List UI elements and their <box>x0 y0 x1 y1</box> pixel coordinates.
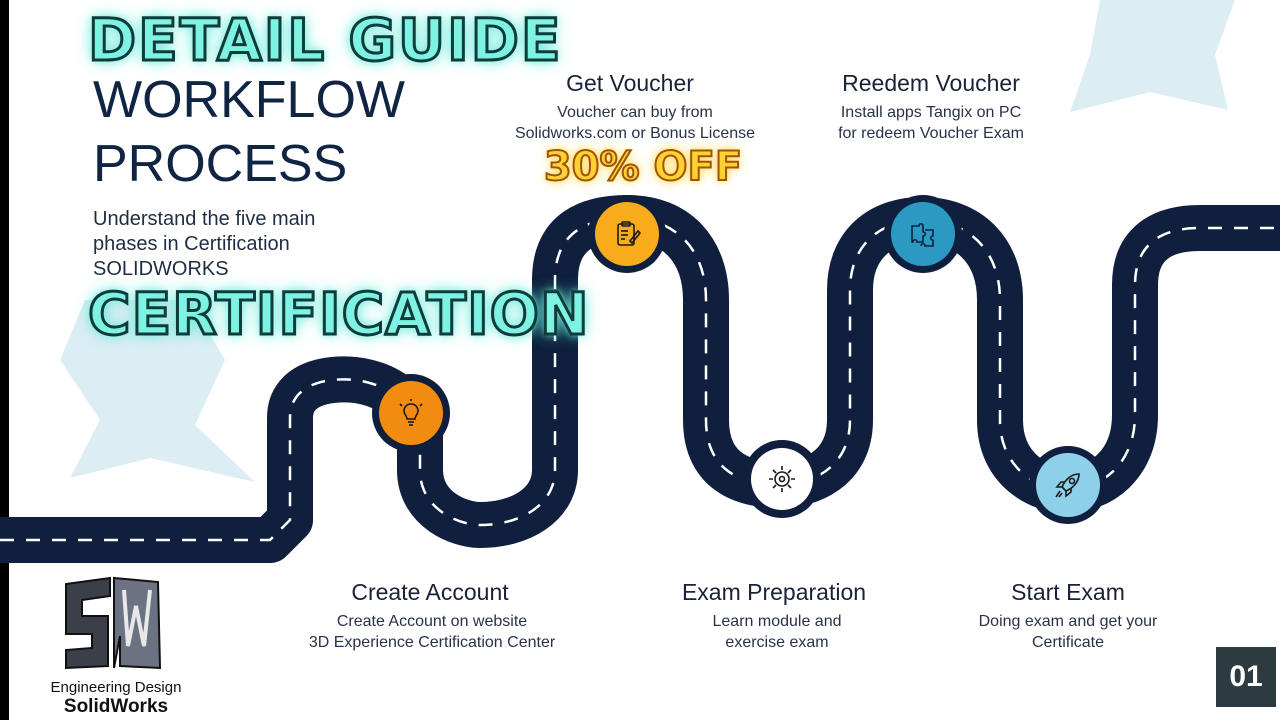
step-desc-exam-preparation-1: Learn module and <box>712 613 842 630</box>
step-desc-reedem-voucher-2: for redeem Voucher Exam <box>838 125 1024 142</box>
page-number-badge: 01 <box>1216 647 1276 707</box>
step-title-start-exam: Start Exam <box>1011 579 1125 605</box>
step-title-create-account: Create Account <box>351 579 509 605</box>
step-node-get-voucher <box>588 195 666 273</box>
step-desc-get-voucher-2: Solidworks.com or Bonus License <box>514 125 756 142</box>
step-desc-start-exam-1: Doing exam and get your <box>978 613 1158 630</box>
step-node-reedem-voucher <box>884 195 962 273</box>
glow-word: CERTIFICATION <box>87 279 591 350</box>
step-node-start-exam <box>1029 446 1107 524</box>
step-node-create-account <box>372 374 450 452</box>
brand-line-1: Engineering Design <box>50 679 182 696</box>
left-edge-bar <box>0 0 9 720</box>
title-line-1: WORKFLOW <box>93 71 405 129</box>
step-title-exam-preparation: Exam Preparation <box>681 579 867 605</box>
rocket-icon <box>1036 453 1100 517</box>
step-desc-exam-preparation-2: exercise exam <box>725 634 829 651</box>
clipboard-icon <box>595 202 659 266</box>
step-desc-create-account-1: Create Account on website <box>336 613 528 630</box>
background-star-shape <box>1070 0 1235 112</box>
step-node-exam-preparation <box>743 440 821 518</box>
step-desc-get-voucher-1: Voucher can buy from <box>557 104 713 121</box>
puzzle-icon <box>891 202 955 266</box>
step-title-get-voucher: Get Voucher <box>566 70 694 96</box>
step-title-reedem-voucher: Reedem Voucher <box>842 70 1020 96</box>
subtitle: Understand the five main phases in Certi… <box>93 208 316 280</box>
solidworks-logo <box>65 576 162 670</box>
step-desc-start-exam-2: Certificate <box>1031 634 1105 651</box>
lightbulb-icon <box>379 381 443 445</box>
title-line-2: PROCESS <box>93 135 348 193</box>
glow-title: DETAIL GUIDE <box>87 5 563 76</box>
gear-icon <box>751 448 813 510</box>
step-desc-reedem-voucher-1: Install apps Tangix on PC <box>840 104 1022 121</box>
brand-line-2: SolidWorks <box>63 696 169 717</box>
step-desc-create-account-2: 3D Experience Certification Center <box>308 634 556 651</box>
promo-badge: 30% OFF <box>543 143 743 191</box>
background-star-shape <box>60 300 255 482</box>
